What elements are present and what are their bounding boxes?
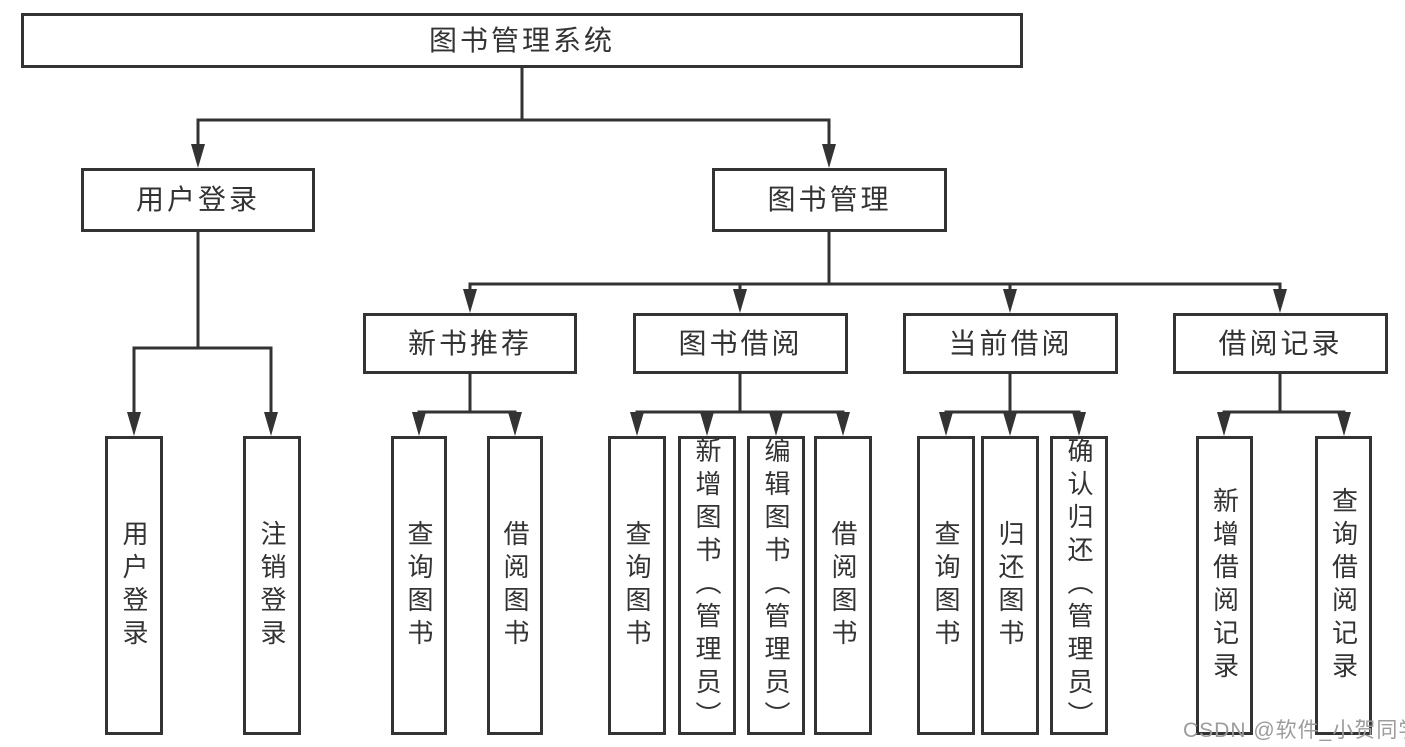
leaf-user-login: 用户登录 [105, 436, 163, 735]
leaf-records-query-record-label: 查询借阅记录 [1328, 486, 1359, 685]
leaf-borrow-edit-books-admin: 编辑图书（管理员） [747, 436, 805, 735]
leaf-recommend-borrow-books: 借阅图书 [487, 436, 543, 735]
leaf-current-return-books: 归还图书 [981, 436, 1039, 735]
leaf-logout: 注销登录 [243, 436, 301, 735]
leaf-logout-label: 注销登录 [257, 519, 287, 652]
leaf-recommend-query-books-label: 查询图书 [404, 519, 434, 652]
leaf-current-confirm-return-admin: 确认归还（管理员） [1050, 436, 1108, 735]
node-book-management: 图书管理 [712, 168, 947, 232]
csdn-watermark: CSDN @软件_小贺同学 [1183, 719, 1405, 742]
leaf-borrow-add-books-admin: 新增图书（管理员） [678, 436, 736, 735]
node-borrowing-records: 借阅记录 [1173, 313, 1388, 374]
node-book-borrowing: 图书借阅 [633, 313, 848, 374]
leaf-recommend-query-books: 查询图书 [391, 436, 447, 735]
node-library-management-system: 图书管理系统 [21, 13, 1023, 68]
leaf-current-query-books: 查询图书 [917, 436, 975, 735]
leaf-current-confirm-return-admin-label: 确认归还（管理员） [1064, 437, 1094, 734]
leaf-recommend-borrow-books-label: 借阅图书 [500, 519, 530, 652]
leaf-current-query-books-label: 查询图书 [931, 519, 961, 652]
leaf-records-add-record: 新增借阅记录 [1196, 436, 1253, 735]
leaf-borrow-edit-books-admin-label: 编辑图书（管理员） [761, 437, 791, 734]
leaf-user-login-label: 用户登录 [119, 519, 149, 652]
leaf-borrow-borrow-books-label: 借阅图书 [828, 519, 858, 652]
node-user-login: 用户登录 [81, 168, 315, 232]
leaf-borrow-borrow-books: 借阅图书 [814, 436, 872, 735]
leaf-borrow-add-books-admin-label: 新增图书（管理员） [692, 437, 722, 734]
node-current-borrowing: 当前借阅 [903, 313, 1118, 374]
leaf-records-query-record: 查询借阅记录 [1315, 436, 1372, 735]
leaf-borrow-query-books: 查询图书 [608, 436, 666, 735]
node-new-book-recommend: 新书推荐 [363, 313, 577, 374]
leaf-borrow-query-books-label: 查询图书 [622, 519, 652, 652]
leaf-current-return-books-label: 归还图书 [995, 519, 1025, 652]
leaf-records-add-record-label: 新增借阅记录 [1209, 486, 1240, 685]
